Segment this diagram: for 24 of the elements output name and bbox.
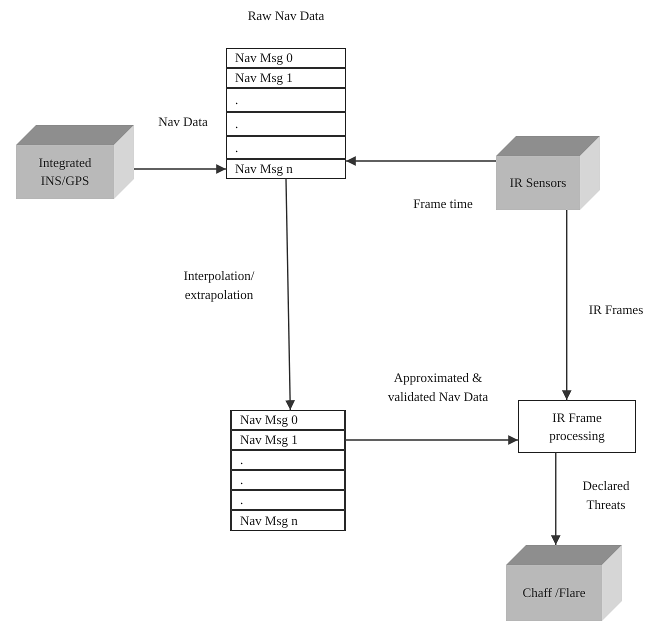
process-box: IR Frame processing: [518, 400, 636, 453]
table-row: Nav Msg n: [226, 159, 346, 179]
table-row: Nav Msg 1: [231, 430, 345, 450]
arrow: [550, 453, 561, 545]
block-label: IR Sensors: [510, 174, 566, 192]
table-row: .: [231, 450, 345, 470]
data-table: [230, 410, 346, 531]
arrow: [562, 210, 572, 400]
arrow: [345, 435, 518, 445]
table-row: .: [226, 112, 346, 136]
table-row: Nav Msg 0: [226, 48, 346, 68]
arrow: [285, 178, 295, 410]
table-row: Nav Msg n: [231, 510, 345, 531]
arrow: [346, 156, 496, 166]
block-label: Integrated INS/GPS: [38, 154, 92, 190]
table-row: .: [231, 490, 345, 510]
table-row: .: [226, 88, 346, 112]
table-row: .: [231, 470, 345, 490]
table-row: Nav Msg 0: [231, 410, 345, 430]
table-row: Nav Msg 1: [226, 68, 346, 88]
arrow: [134, 164, 226, 174]
table-row: .: [226, 136, 346, 159]
table-title: Raw Nav Data: [246, 8, 326, 24]
block-label: Chaff /Flare: [522, 584, 586, 602]
